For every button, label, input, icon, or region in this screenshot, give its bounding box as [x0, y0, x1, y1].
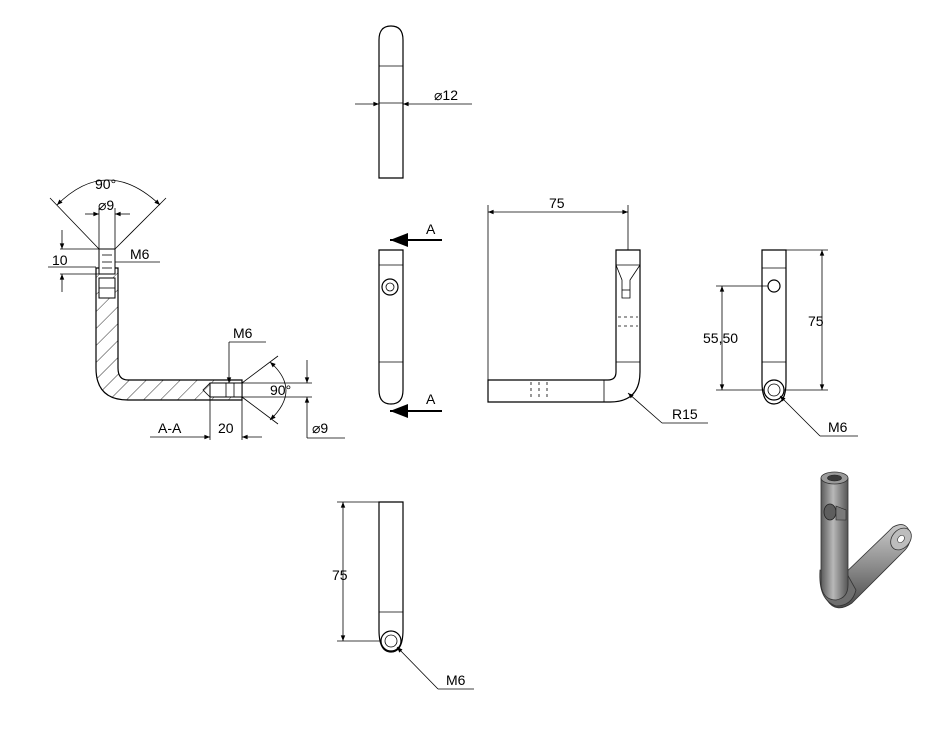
right-height-label: 75: [808, 313, 824, 329]
front-view-body: [487, 249, 641, 403]
sec-dia-top-label: ⌀9: [98, 197, 114, 213]
front-view: 75 R15: [487, 195, 708, 424]
sec-thread-top-label: M6: [130, 246, 150, 262]
right-view: 75 55,50 M6: [703, 249, 858, 437]
cut-a-bottom-label: A: [426, 391, 436, 407]
right-hole-label: 55,50: [703, 330, 738, 346]
front-width-label: 75: [549, 195, 565, 211]
top-dia-label: ⌀12: [434, 87, 458, 103]
sec-angle-side-label: 90°: [270, 382, 291, 398]
isometric-model: [819, 471, 912, 609]
section-label: A-A: [158, 420, 182, 436]
sec-thread-side-label: M6: [233, 325, 253, 341]
front-radius-label: R15: [672, 406, 698, 422]
sec-depth-label: 10: [52, 252, 68, 268]
bottom-height-label: 75: [332, 567, 348, 583]
side-view-cut: A A: [378, 221, 442, 418]
bottom-thread-label: M6: [446, 672, 466, 688]
top-view: ⌀12: [355, 25, 472, 179]
cut-a-top-label: A: [426, 221, 436, 237]
bottom-view: 75 M6: [332, 501, 474, 690]
sec-angle-label: 90°: [95, 176, 116, 192]
top-view-rod: [378, 25, 404, 179]
sec-dia-side-label: ⌀9: [312, 420, 328, 436]
sec-len-label: 20: [218, 420, 234, 436]
section-a-a-view: 90° ⌀9 M6 10 M6 90° ⌀9: [48, 176, 345, 440]
right-thread-label: M6: [828, 419, 848, 435]
section-body: [95, 267, 243, 401]
